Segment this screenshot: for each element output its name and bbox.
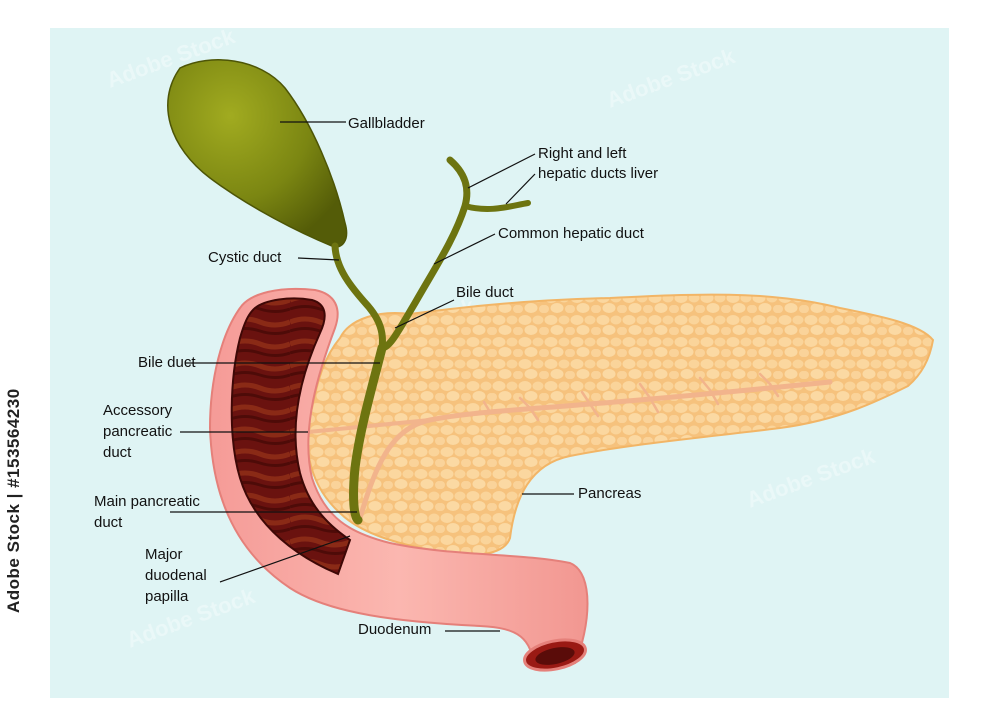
label-gallbladder: Gallbladder	[348, 114, 425, 134]
label-bile-duct-left: Bile duct	[138, 353, 196, 373]
label-common-hepatic-duct: Common hepatic duct	[498, 224, 644, 244]
label-papilla-line2: duodenal	[145, 566, 207, 586]
label-papilla-line3: papilla	[145, 587, 188, 607]
label-accessory-duct-line1: Accessory	[103, 401, 172, 421]
label-main-duct-line1: Main pancreatic	[94, 492, 200, 512]
label-pancreas: Pancreas	[578, 484, 641, 504]
label-hepatic-ducts-line2: hepatic ducts liver	[538, 164, 658, 184]
stock-watermark-id: Adobe Stock | #153564230	[4, 388, 24, 613]
label-main-duct-line2: duct	[94, 513, 122, 533]
label-accessory-duct-line3: duct	[103, 443, 131, 463]
label-cystic-duct: Cystic duct	[208, 248, 281, 268]
label-hepatic-ducts-line1: Right and left	[538, 144, 626, 164]
diagram-canvas: Adobe Stock Adobe Stock Adobe Stock Adob…	[50, 28, 949, 698]
label-accessory-duct-line2: pancreatic	[103, 422, 172, 442]
label-duodenum: Duodenum	[358, 620, 431, 640]
label-papilla-line1: Major	[145, 545, 183, 565]
label-bile-duct-right: Bile duct	[456, 283, 514, 303]
